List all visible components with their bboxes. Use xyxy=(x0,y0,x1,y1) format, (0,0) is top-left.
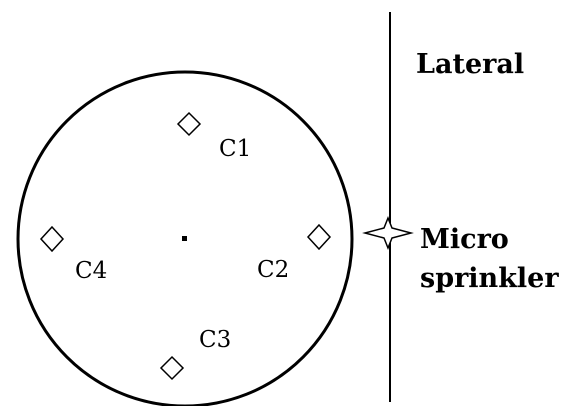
sprinkler-label: sprinkler xyxy=(420,263,559,294)
center-dot-icon xyxy=(182,236,187,241)
container-c2-label: C2 xyxy=(257,257,289,283)
container-c2-diamond-icon xyxy=(306,223,332,251)
container-c1-label: C1 xyxy=(219,136,251,162)
micro-sprinkler-star-icon xyxy=(362,215,414,251)
container-c3-label: C3 xyxy=(199,327,231,353)
container-c1-diamond-icon xyxy=(176,111,202,137)
container-c3-diamond-icon xyxy=(159,355,185,381)
container-c4-label: C4 xyxy=(75,258,107,284)
container-c4-diamond-icon xyxy=(39,225,65,253)
wetted-area-circle xyxy=(16,70,354,406)
lateral-label: Lateral xyxy=(416,49,524,80)
micro-label: Micro xyxy=(420,224,509,255)
